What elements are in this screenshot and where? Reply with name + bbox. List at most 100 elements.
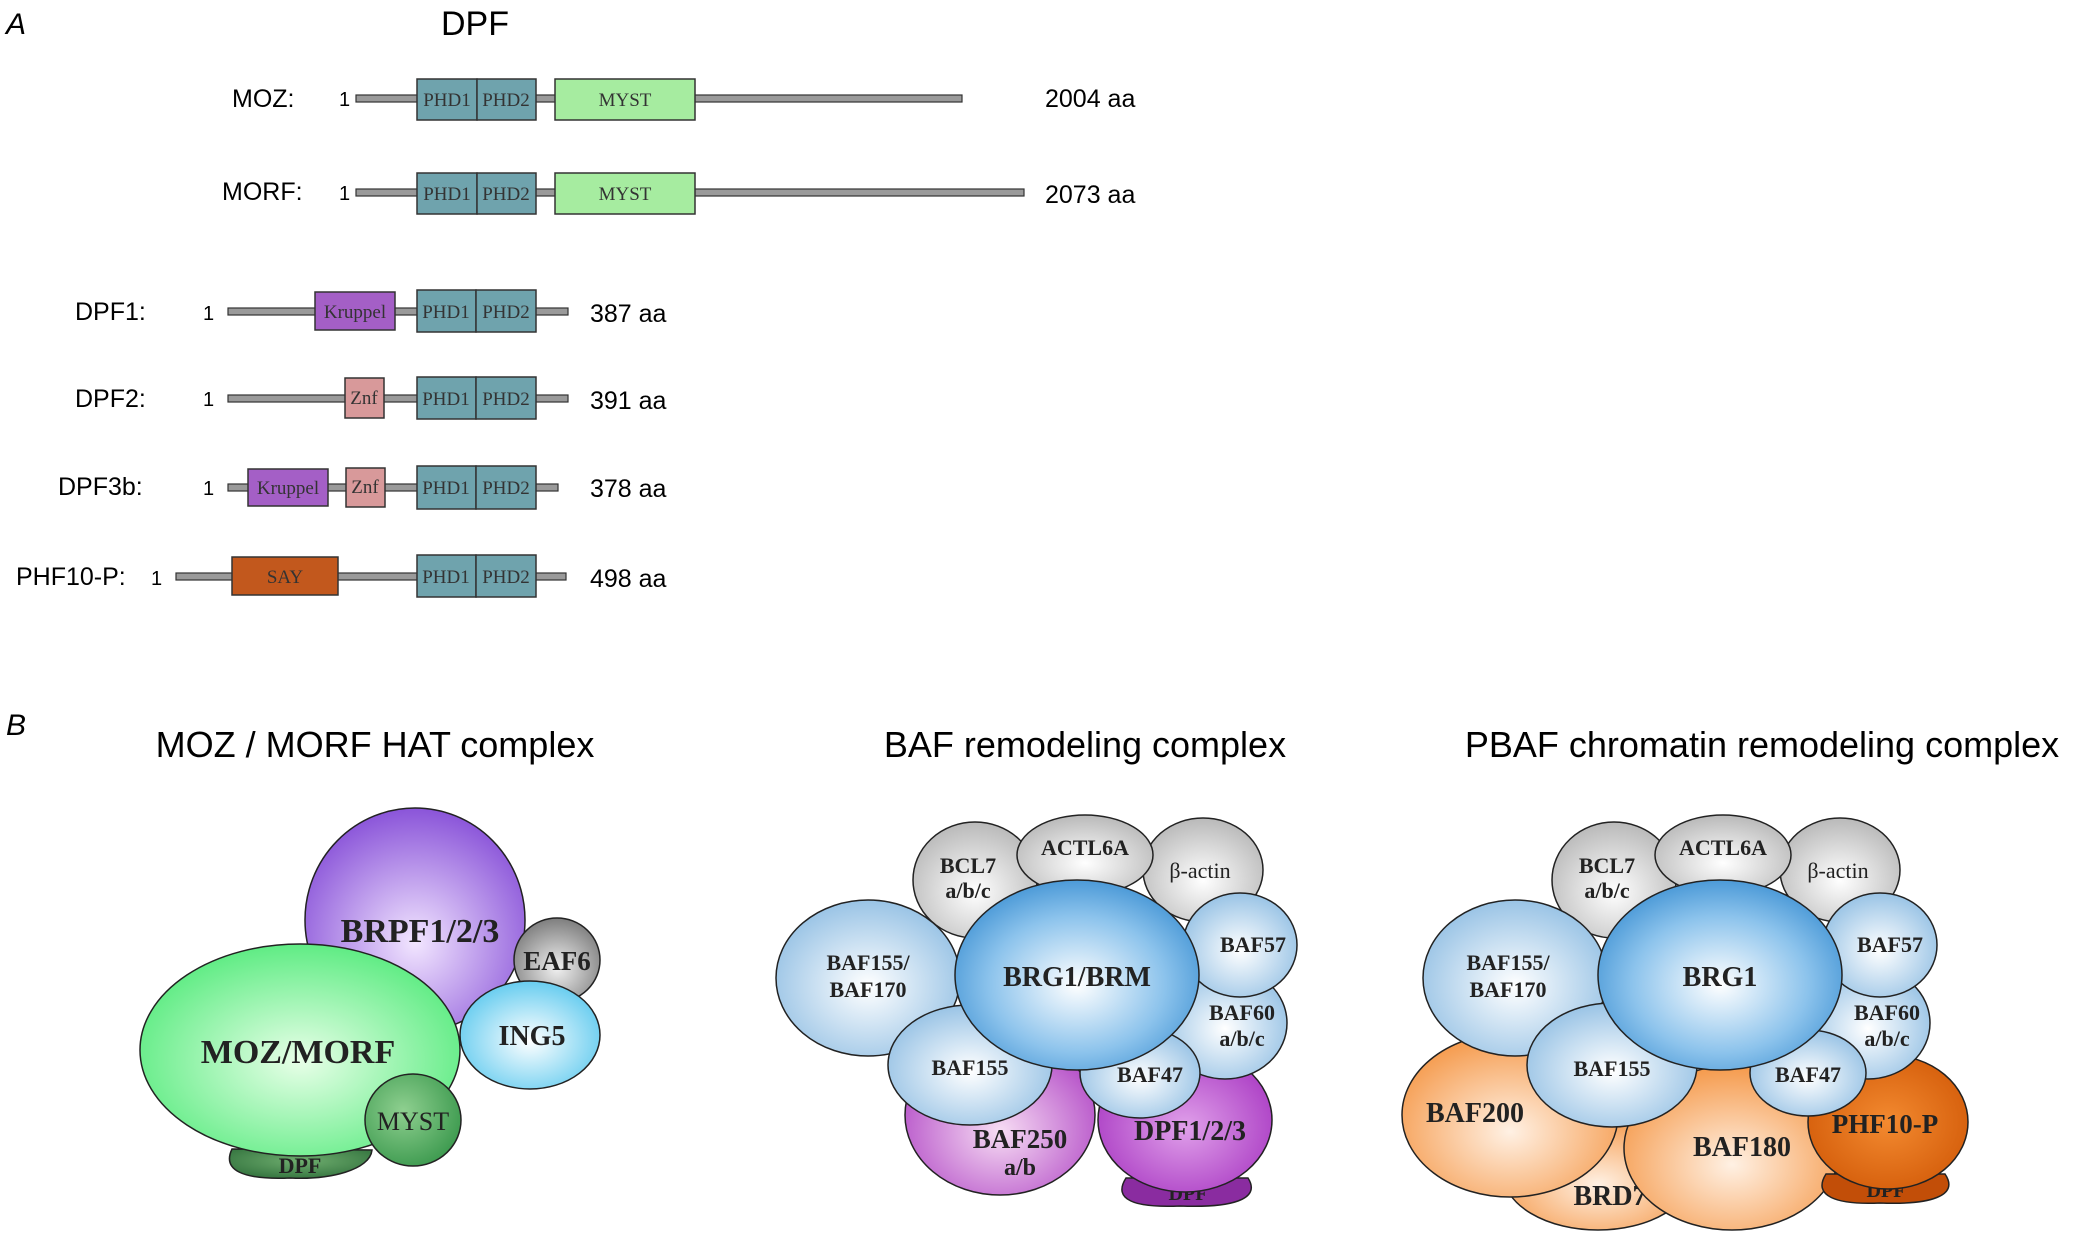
znf-domain bbox=[345, 467, 386, 508]
protein-row-moz: MOZ: 1 PHD1 PHD2 MYST 2004 aa bbox=[232, 78, 1135, 121]
protein-name: PHF10-P: bbox=[16, 563, 126, 591]
panel-letter-a: A bbox=[4, 8, 26, 41]
domain-label: PHD1 bbox=[422, 567, 470, 588]
subunit-label: a/b/c bbox=[1864, 1026, 1909, 1051]
complex-title: MOZ / MORF HAT complex bbox=[156, 724, 595, 765]
protein-start: 1 bbox=[203, 389, 214, 411]
domain-label: PHD1 bbox=[422, 389, 470, 410]
subunit-label: BAF47 bbox=[1775, 1062, 1841, 1087]
subunit-label: BCL7 bbox=[940, 853, 996, 878]
domain-label: PHD1 bbox=[422, 478, 470, 499]
protein-row-dpf2: DPF2: 1 Znf PHD1 PHD2 391 aa bbox=[75, 376, 667, 420]
myst-domain bbox=[554, 172, 696, 215]
protein-name: MORF: bbox=[222, 178, 303, 206]
complex-title: PBAF chromatin remodeling complex bbox=[1465, 724, 2059, 765]
subunit-label: β-actin bbox=[1169, 858, 1230, 883]
protein-start: 1 bbox=[339, 183, 350, 205]
protein-length: 2073 aa bbox=[1045, 181, 1135, 209]
znf-domain bbox=[344, 377, 385, 419]
domain-label: PHD1 bbox=[423, 90, 471, 111]
subunit-label: BAF180 bbox=[1693, 1132, 1791, 1163]
domain-label: Znf bbox=[351, 477, 379, 498]
panel-letter-b: B bbox=[6, 709, 26, 742]
protein-backbone bbox=[227, 307, 569, 316]
subunit-label: BAF155 bbox=[1574, 1056, 1651, 1081]
protein-row-dpf3b: DPF3b: 1 Kruppel Znf PHD1 PHD2 378 aa bbox=[58, 465, 667, 510]
domain-label: PHD1 bbox=[423, 184, 471, 205]
subunit-label: BAF57 bbox=[1220, 932, 1286, 957]
subunit-label: BCL7 bbox=[1579, 853, 1635, 878]
protein-name: DPF2: bbox=[75, 385, 146, 413]
phd2-domain bbox=[476, 78, 537, 121]
domain-label: PHD2 bbox=[482, 184, 530, 205]
domain-label: PHD2 bbox=[482, 567, 530, 588]
protein-length: 498 aa bbox=[590, 565, 667, 593]
protein-backbone bbox=[227, 394, 569, 403]
protein-backbone bbox=[175, 572, 567, 581]
kruppel-domain bbox=[314, 291, 396, 331]
subunit-label: PHF10-P bbox=[1832, 1109, 1938, 1139]
subunit-label: BAF60 bbox=[1209, 1000, 1275, 1025]
subunit-label: BRG1 bbox=[1683, 962, 1758, 993]
protein-name: DPF1: bbox=[75, 298, 146, 326]
subunit-label: BAF60 bbox=[1854, 1000, 1920, 1025]
protein-start: 1 bbox=[203, 303, 214, 325]
domain-label: Kruppel bbox=[324, 302, 386, 323]
phd2-domain bbox=[476, 172, 537, 215]
complex-moz-morf: MOZ / MORF HAT complex BRPF1/2/3 EAF6 IN… bbox=[139, 724, 601, 1179]
subunit-label: BAF250 bbox=[973, 1124, 1068, 1154]
subunit-label: BAF200 bbox=[1426, 1098, 1524, 1129]
subunit-label: BRPF1/2/3 bbox=[341, 913, 500, 950]
ing5-subunit bbox=[459, 980, 601, 1090]
phd2-domain bbox=[475, 465, 537, 510]
brg1-subunit bbox=[1597, 879, 1843, 1071]
myst-domain bbox=[554, 78, 696, 121]
domain-label: SAY bbox=[267, 567, 304, 588]
brg1-brm-subunit bbox=[954, 879, 1200, 1071]
subunit-label: ING5 bbox=[499, 1021, 566, 1052]
phd2-domain bbox=[475, 376, 537, 420]
protein-name: MOZ: bbox=[232, 85, 295, 113]
subunit-label: BRG1/BRM bbox=[1003, 962, 1151, 993]
protein-length: 387 aa bbox=[590, 300, 667, 328]
protein-start: 1 bbox=[339, 89, 350, 111]
subunit-label: a/b/c bbox=[945, 878, 990, 903]
phd1-domain bbox=[416, 554, 477, 598]
say-domain bbox=[231, 556, 339, 596]
kruppel-domain bbox=[247, 468, 329, 507]
subunit-label: BAF170 bbox=[830, 977, 907, 1002]
phd2-domain bbox=[475, 289, 537, 333]
subunit-label: BAF57 bbox=[1857, 932, 1923, 957]
protein-length: 2004 aa bbox=[1045, 85, 1135, 113]
domain-label: Znf bbox=[350, 388, 378, 409]
subunit-label: EAF6 bbox=[523, 946, 591, 976]
domain-label: MYST bbox=[599, 184, 652, 205]
complex-baf: BAF remodeling complex BAF250 a/b DPF DP… bbox=[775, 724, 1298, 1208]
subunit-label: a/b/c bbox=[1219, 1026, 1264, 1051]
subunit-label: BAF155/ bbox=[826, 950, 910, 975]
phd1-domain bbox=[416, 172, 478, 215]
subunit-label: BAF155 bbox=[932, 1055, 1009, 1080]
protein-row-morf: MORF: 1 PHD1 PHD2 MYST 2073 aa bbox=[222, 172, 1135, 215]
subunit-label: DPF1/2/3 bbox=[1134, 1116, 1246, 1147]
protein-row-dpf1: DPF1: 1 Kruppel PHD1 PHD2 387 aa bbox=[75, 289, 667, 333]
panel-a-title: DPF bbox=[441, 5, 509, 43]
protein-backbone bbox=[227, 483, 559, 492]
subunit-label: ACTL6A bbox=[1041, 835, 1129, 860]
domain-label: PHD2 bbox=[482, 478, 530, 499]
domain-label: PHD1 bbox=[422, 302, 470, 323]
domain-label: Kruppel bbox=[257, 478, 319, 499]
complex-title: BAF remodeling complex bbox=[884, 724, 1286, 765]
dpf-domain-shape bbox=[228, 1148, 373, 1179]
protein-start: 1 bbox=[151, 568, 162, 590]
domain-label: PHD2 bbox=[482, 90, 530, 111]
subunit-label: MOZ/MORF bbox=[201, 1034, 396, 1071]
subunit-label: DPF bbox=[279, 1153, 322, 1178]
domain-label: MYST bbox=[599, 90, 652, 111]
protein-name: DPF3b: bbox=[58, 473, 143, 501]
subunit-label: β-actin bbox=[1807, 858, 1868, 883]
subunit-label: BAF155/ bbox=[1466, 950, 1550, 975]
complex-pbaf: PBAF chromatin remodeling complex BRD7 B… bbox=[1401, 724, 2059, 1231]
protein-length: 391 aa bbox=[590, 387, 667, 415]
